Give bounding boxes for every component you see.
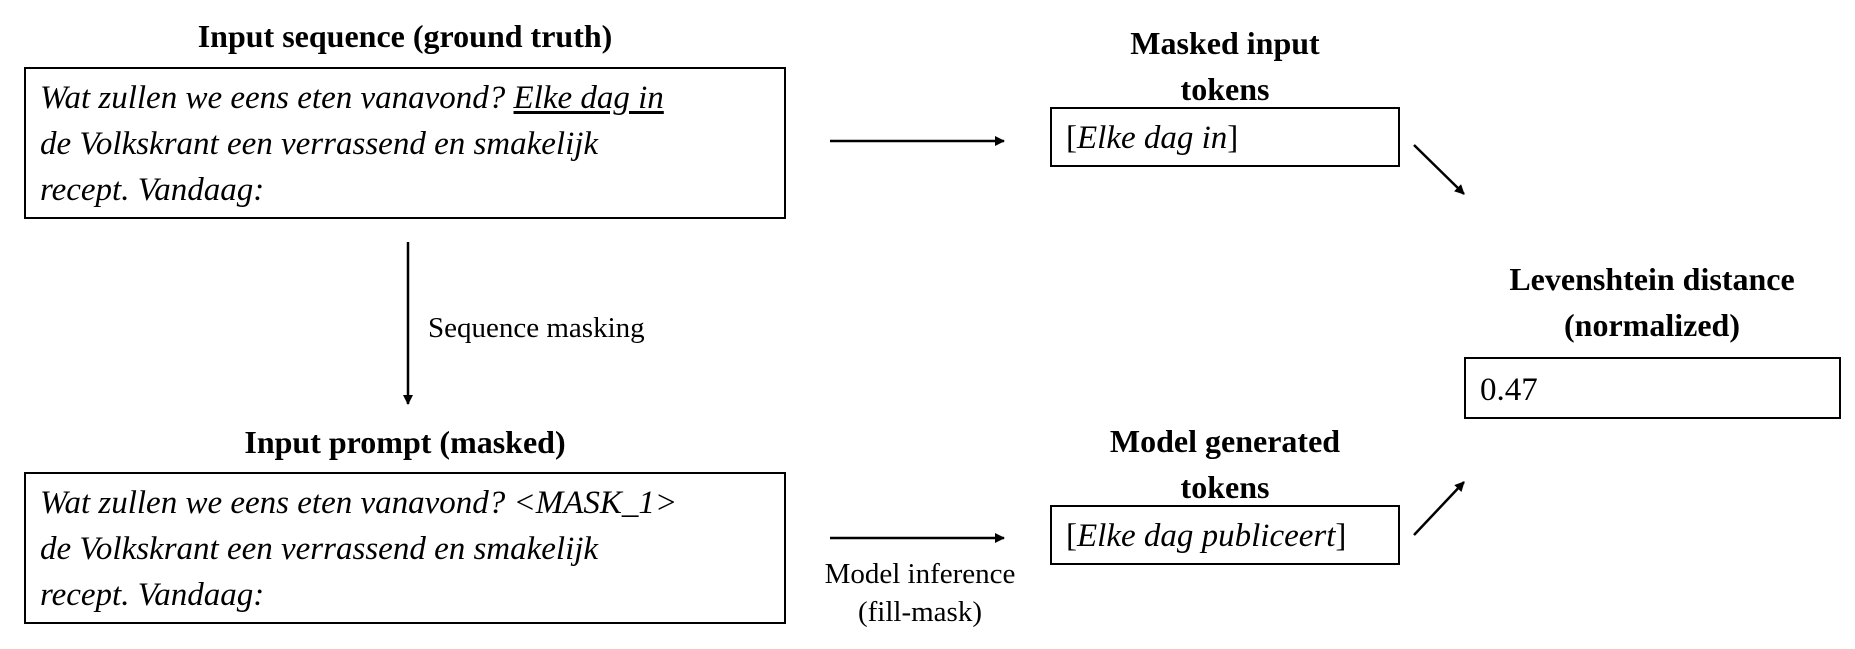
generated-tokens-heading-line-1: Model generated	[1109, 423, 1341, 459]
masked-prompt-box: Wat zullen we eens eten vanavond? <MASK_…	[24, 472, 786, 624]
model-inference-label: Model inference (fill-mask)	[800, 555, 1040, 631]
levenshtein-value-box: 0.47	[1464, 357, 1841, 419]
ground-truth-heading: Input sequence (ground truth)	[24, 14, 786, 58]
masked-prompt-heading-text: Input prompt (masked)	[244, 424, 566, 460]
levenshtein-heading-line-2: (normalized)	[1564, 307, 1740, 343]
generated-tokens-value: Elke dag publiceert	[1077, 518, 1336, 554]
arrow-generated-tokens-to-levenshtein	[1413, 481, 1465, 536]
levenshtein-heading: Levenshtein distance (normalized)	[1462, 256, 1842, 348]
generated-tokens-close-bracket: ]	[1335, 518, 1347, 554]
ground-truth-line-2: de Volkskrant een verrassend en smakelij…	[40, 126, 599, 162]
masked-prompt-line-3: recept. Vandaag:	[40, 577, 265, 613]
generated-tokens-heading: Model generated tokens	[1050, 418, 1400, 510]
ground-truth-line-1: Wat zullen we eens eten vanavond? Elke d…	[40, 75, 770, 121]
ground-truth-underlined-span: Elke dag in	[513, 80, 664, 116]
masked-tokens-value: Elke dag in	[1077, 120, 1228, 156]
masked-prompt-line-1: Wat zullen we eens eten vanavond? <MASK_…	[40, 485, 678, 521]
levenshtein-value: 0.47	[1480, 372, 1538, 408]
generated-tokens-open-bracket: [	[1066, 518, 1077, 554]
model-inference-label-line-2: (fill-mask)	[857, 596, 982, 628]
masked-tokens-open-bracket: [	[1066, 120, 1077, 156]
ground-truth-box: Wat zullen we eens eten vanavond? Elke d…	[24, 67, 786, 219]
model-inference-label-line-1: Model inference	[824, 558, 1016, 590]
ground-truth-line-3: recept. Vandaag:	[40, 172, 265, 208]
masked-tokens-heading-line-1: Masked input	[1130, 25, 1320, 61]
ground-truth-heading-text: Input sequence (ground truth)	[197, 18, 613, 54]
masked-prompt-heading: Input prompt (masked)	[24, 420, 786, 464]
masked-tokens-close-bracket: ]	[1227, 120, 1239, 156]
ground-truth-line-1-pre: Wat zullen we eens eten vanavond?	[40, 80, 514, 116]
generated-tokens-box: [Elke dag publiceert]	[1050, 505, 1400, 565]
masked-tokens-heading-line-2: tokens	[1180, 71, 1270, 107]
sequence-masking-label: Sequence masking	[428, 309, 645, 347]
generated-tokens-heading-line-2: tokens	[1180, 469, 1270, 505]
masked-tokens-heading: Masked input tokens	[1050, 20, 1400, 112]
arrow-masked-tokens-to-levenshtein	[1413, 144, 1465, 195]
levenshtein-heading-line-1: Levenshtein distance	[1509, 261, 1795, 297]
masked-tokens-box: [Elke dag in]	[1050, 107, 1400, 167]
sequence-masking-label-text: Sequence masking	[428, 312, 645, 344]
masked-prompt-line-2: de Volkskrant een verrassend en smakelij…	[40, 531, 599, 567]
